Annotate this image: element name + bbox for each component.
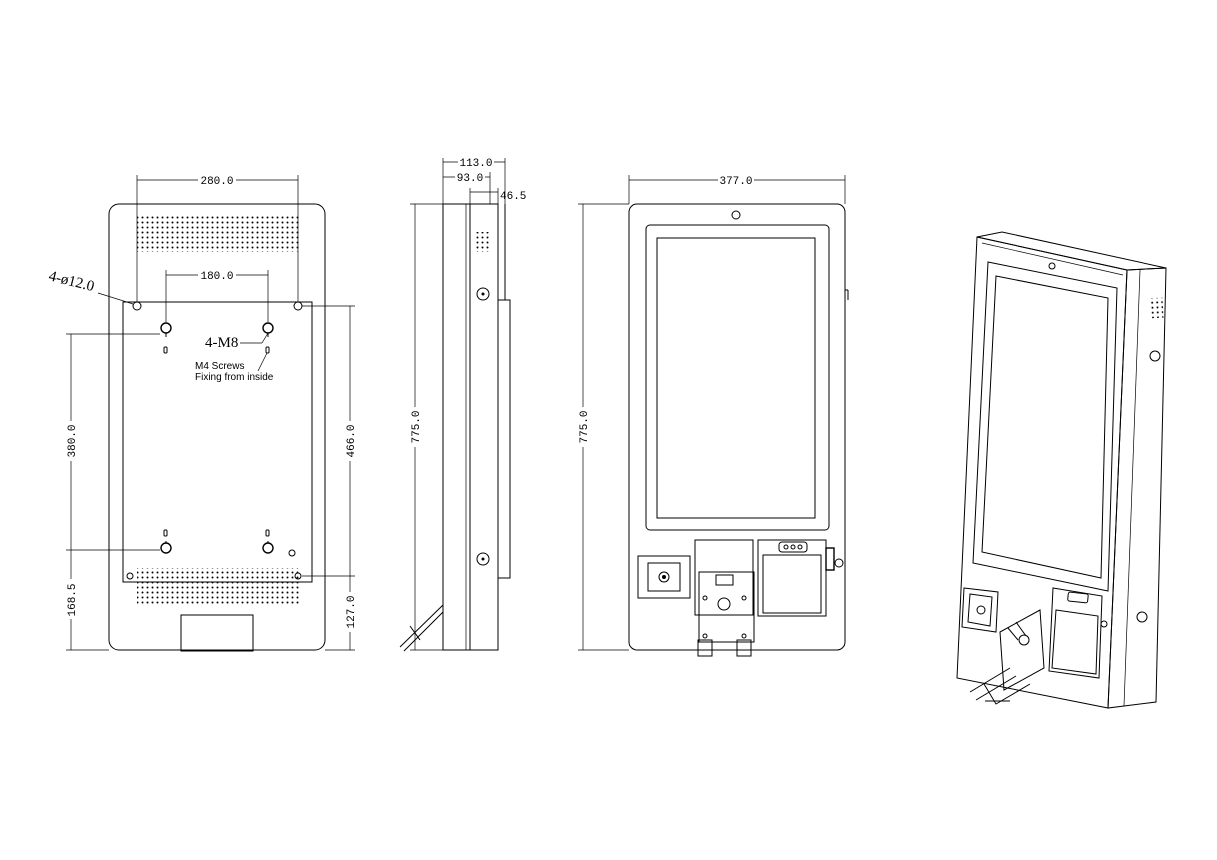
iso-screen-bezel [972,261,1118,592]
side-button-icon [476,552,490,566]
isometric-view [956,231,1167,709]
side-speaker-grille [474,232,490,252]
dim-rear-466: 466.0 [346,424,358,457]
note-m4-screws: M4 Screws [195,361,244,372]
dim-front-377: 377.0 [719,176,752,188]
card-reader-bracket [697,571,755,657]
side-printer-bracket [399,604,444,652]
camera-icon [1048,262,1056,270]
dim-side-775: 775.0 [411,410,423,443]
side-view: 113.0 93.0 46.5 775.0 [399,156,526,652]
dim-m8-label: 4-M8 [205,335,238,351]
dim-rear-280: 280.0 [200,176,233,188]
iso-side-face [1107,267,1167,709]
front-screen-bezel [645,224,830,531]
front-housing [628,203,846,651]
iso-top-face [976,231,1167,271]
rear-bottom-grille [137,568,300,606]
side-button-icon [1136,611,1148,623]
dim-rear-127: 127.0 [346,595,358,628]
dim-rear-168-5: 168.5 [67,583,79,616]
camera-icon [731,210,741,220]
scanner-lens-icon [658,571,670,583]
printer-status-leds [778,541,808,553]
keyhole-slot-icon [160,322,274,554]
side-bracket [497,299,511,579]
side-button-icon [476,287,490,301]
side-button-icon [834,558,844,568]
front-screen [656,237,816,519]
iso-scanner [961,587,999,633]
dim-hole-diameter: 4-ø12.0 [47,268,96,295]
rear-top-grille [137,214,300,252]
barcode-scanner [637,555,691,599]
hole-icon [132,301,142,311]
side-button-icon [1149,350,1161,362]
screw-slot-icon [163,346,296,557]
card-reader-slot [694,539,754,616]
dim-front-775: 775.0 [579,410,591,443]
rear-view: 280.0 180.0 4-ø12.0 4-M8 M4 Screws Fixin… [47,173,358,652]
dim-rear-180: 180.0 [200,271,233,283]
dim-side-46-5: 46.5 [500,191,526,203]
iso-speaker-grille [1148,297,1164,319]
front-view: 377.0 775.0 [576,174,849,657]
rear-housing [108,203,326,651]
hole-icon [294,572,302,580]
iso-printer-bracket [969,609,1045,705]
hole-icon [126,572,134,580]
dim-side-93: 93.0 [457,173,483,185]
rear-bottom-panel [180,614,254,652]
dim-rear-380: 380.0 [67,424,79,457]
hole-icon [293,301,303,311]
receipt-printer [757,539,827,617]
dim-side-113: 113.0 [459,158,492,170]
note-fixing-inside: Fixing from inside [195,372,274,383]
iso-screen [981,275,1109,579]
